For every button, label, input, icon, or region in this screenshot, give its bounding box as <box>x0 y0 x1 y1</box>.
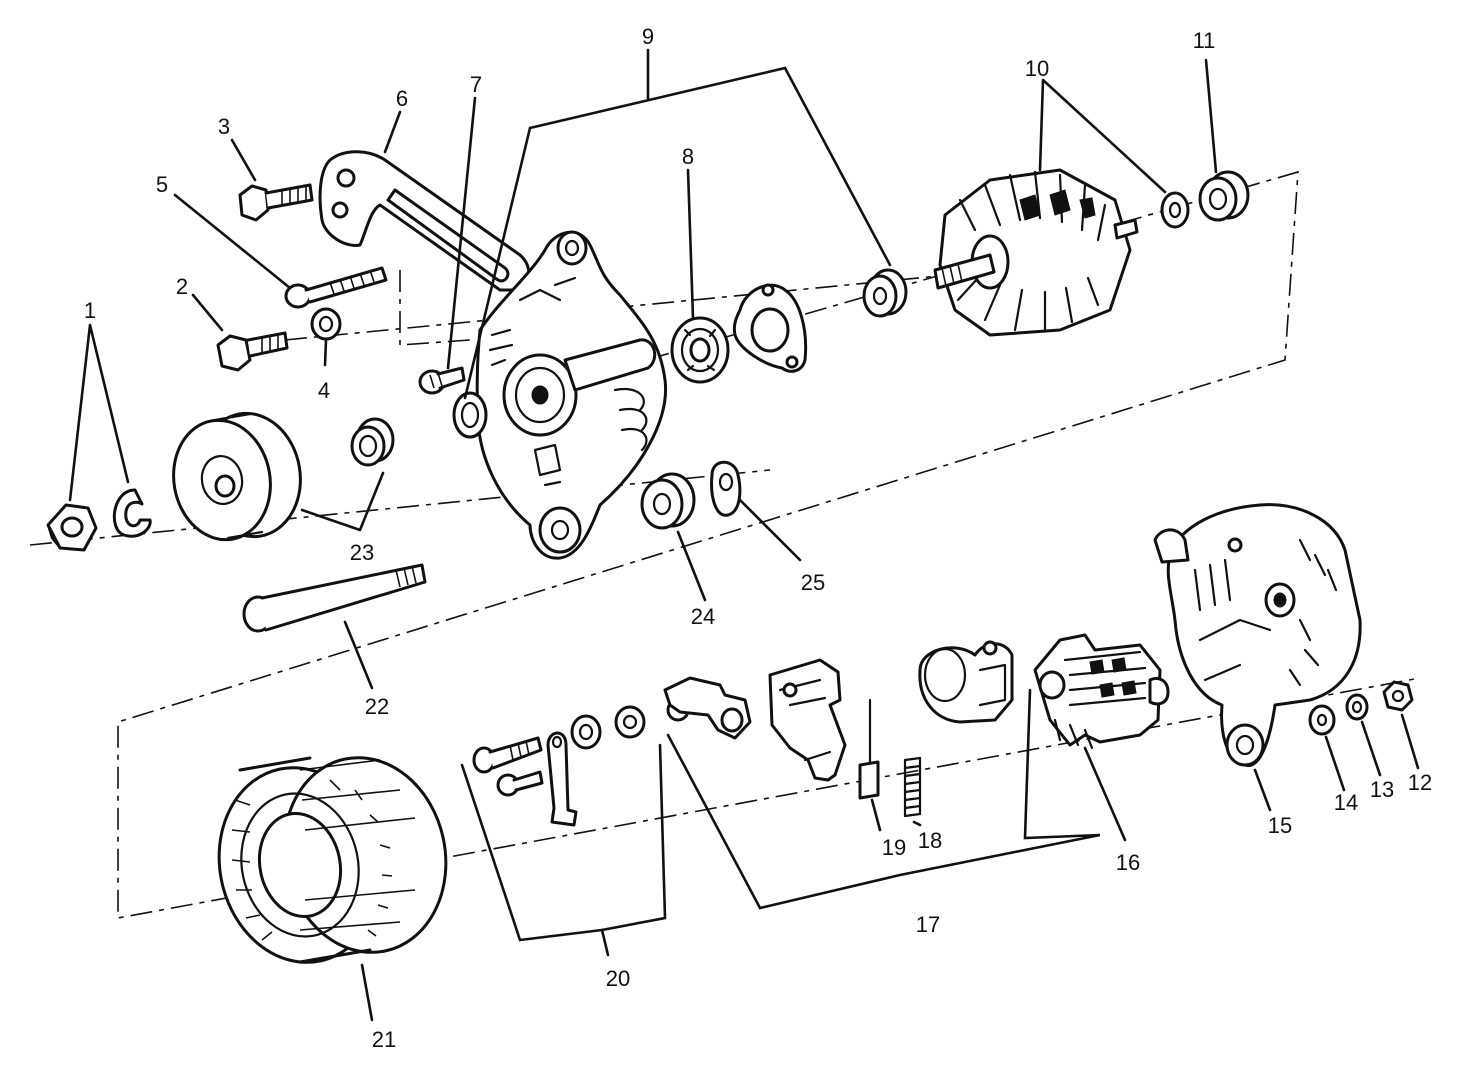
part-17-regulator-bracket <box>663 640 1014 782</box>
callout-19: 19 <box>882 835 906 860</box>
part-11-bearing <box>1198 170 1250 222</box>
part-9-collar <box>862 268 908 318</box>
callout-9: 9 <box>642 24 654 49</box>
callout-3: 3 <box>218 114 230 139</box>
part-16-rectifier <box>1033 633 1170 750</box>
callout-10: 10 <box>1025 56 1049 81</box>
part-8-bearing <box>670 316 730 384</box>
callout-6: 6 <box>396 86 408 111</box>
callout-16: 16 <box>1116 850 1140 875</box>
callout-4: 4 <box>318 378 330 403</box>
part-6-bracket <box>318 150 531 292</box>
callout-25: 25 <box>801 570 825 595</box>
part-22-through-bolt <box>242 563 427 633</box>
part-8-retainer-plate <box>732 283 808 373</box>
callout-2: 2 <box>176 274 188 299</box>
callout-12: 12 <box>1408 770 1432 795</box>
part-4-washer <box>310 307 342 341</box>
part-5-bolt <box>284 266 388 309</box>
callout-labels: 1 2 3 4 5 6 7 8 9 10 11 12 13 14 15 16 1… <box>84 24 1432 1052</box>
callout-14: 14 <box>1334 790 1358 815</box>
callout-22: 22 <box>365 694 389 719</box>
part-19-brush <box>858 698 880 800</box>
part-24-spacer <box>640 472 696 530</box>
part-3-bolt <box>238 183 314 222</box>
callout-18: 18 <box>918 828 942 853</box>
part-18-spring <box>903 756 922 818</box>
callout-13: 13 <box>1370 777 1394 802</box>
callout-7: 7 <box>470 72 482 97</box>
callout-11: 11 <box>1193 28 1216 53</box>
callout-20: 20 <box>606 966 630 991</box>
part-25-washer <box>710 460 742 517</box>
part-1-nut-and-washer <box>46 488 152 552</box>
part-15-rear-housing <box>1153 503 1362 767</box>
callout-15: 15 <box>1268 813 1292 838</box>
part-23-pulley <box>172 411 395 542</box>
part-stator <box>217 756 448 964</box>
leader-lines <box>68 48 1420 1022</box>
part-10-slip-ring <box>1160 191 1190 229</box>
part-13-lock-washer <box>1345 693 1369 721</box>
part-14-washer <box>1308 704 1336 736</box>
callout-21: 21 <box>372 1027 396 1052</box>
part-20-terminal-assembly <box>472 698 690 827</box>
callout-24: 24 <box>691 604 715 629</box>
part-2-bolt <box>216 331 289 372</box>
callout-1: 1 <box>84 298 96 323</box>
callout-8: 8 <box>682 144 694 169</box>
part-9-front-housing <box>475 230 668 560</box>
callout-17: 17 <box>916 912 940 937</box>
part-7-screw <box>418 366 466 395</box>
part-12-nut <box>1382 680 1414 712</box>
stator-windings <box>231 759 416 941</box>
callout-5: 5 <box>156 172 168 197</box>
callout-23: 23 <box>350 540 374 565</box>
part-10-rotor <box>933 168 1139 337</box>
part-9-seal-ring <box>452 391 488 439</box>
